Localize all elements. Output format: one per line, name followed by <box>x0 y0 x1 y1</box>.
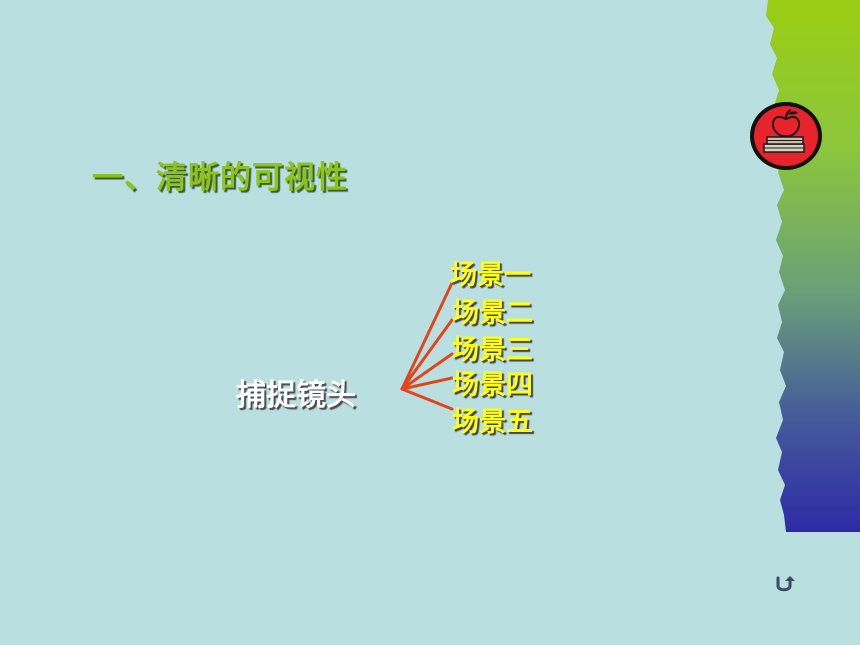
branch-line-2 <box>400 318 454 391</box>
branch-line-3 <box>400 352 454 391</box>
books-apple-logo-icon <box>750 102 822 170</box>
branch-line-4 <box>400 376 454 391</box>
root-node-label: 捕捉镜头 <box>236 378 356 413</box>
return-arrow-icon[interactable] <box>774 574 796 594</box>
branch-line-5 <box>400 387 454 411</box>
branch-label-1: 场景一 <box>450 260 531 291</box>
branch-label-3: 场景三 <box>452 335 533 366</box>
branch-label-5: 场景五 <box>452 407 533 438</box>
branch-label-4: 场景四 <box>452 370 533 401</box>
branch-line-1 <box>400 281 454 391</box>
branch-label-2: 场景二 <box>452 298 533 329</box>
slide-title: 一、清晰的可视性 <box>92 160 348 196</box>
